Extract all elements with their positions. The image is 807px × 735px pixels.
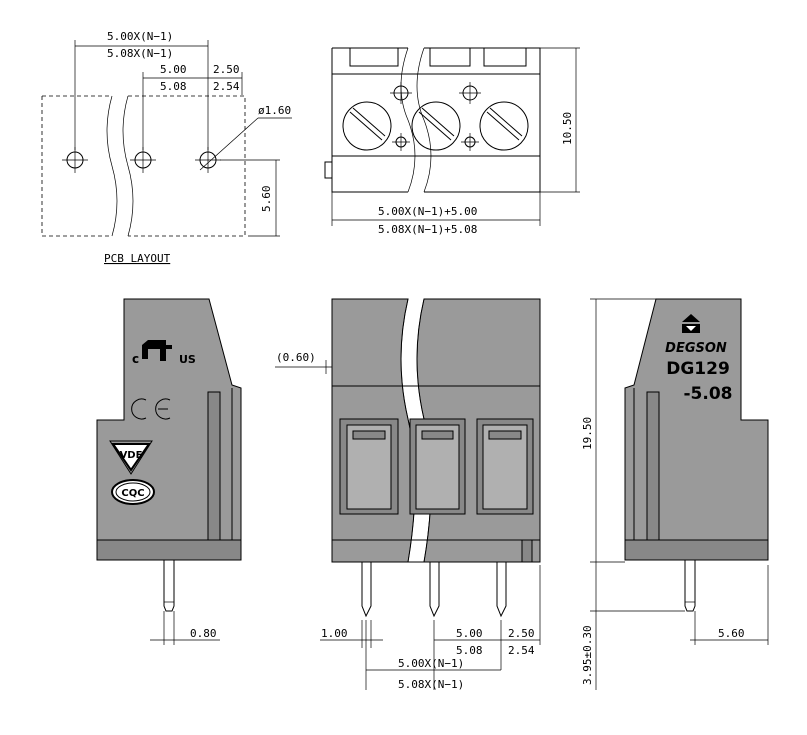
svg-text:c: c (132, 352, 139, 366)
pin-3 (496, 561, 507, 618)
svg-text:CQC: CQC (121, 488, 144, 499)
front-view: (0.60) 1.00 5.00 5.08 2.50 2.54 5.00X(N−… (275, 298, 541, 691)
screw-2 (411, 101, 461, 151)
wire-entry-3 (476, 418, 534, 515)
top-dim-height: 10.50 (561, 112, 574, 145)
pcb-dim-height: 5.60 (260, 186, 273, 213)
svg-text:VDE: VDE (120, 450, 143, 461)
degson-logo-icon (682, 314, 700, 333)
model-line-1: DG129 (666, 359, 730, 379)
top-dim-width-a: 5.00X(N−1)+5.00 (378, 205, 477, 218)
pcb-dim-edge-b: 2.54 (213, 80, 240, 93)
pcb-dim-pitch-a: 5.00 (160, 63, 187, 76)
ce-mark (131, 398, 171, 420)
right-dim-pin-len: 3.95±0.30 (581, 625, 594, 685)
top-dim-width-b: 5.08X(N−1)+5.08 (378, 223, 477, 236)
right-dim-pin-pos: 5.60 (718, 627, 745, 640)
pcb-dim-pitch-b: 5.08 (160, 80, 187, 93)
pcb-layout-view: 5.00X(N−1) 5.08X(N−1) 5.00 5.08 2.50 2.5… (41, 30, 292, 265)
front-dim-total-b: 5.08X(N−1) (398, 678, 464, 691)
screw-3 (479, 101, 529, 151)
svg-text:US: US (179, 353, 196, 366)
front-dim-edge-b: 2.54 (508, 644, 535, 657)
pcb-dim-total-b: 5.08X(N−1) (107, 47, 173, 60)
pcb-hole-1 (62, 147, 88, 173)
pcb-hole-3 (195, 147, 221, 173)
pcb-hole-2 (130, 147, 156, 173)
wire-entry-1 (339, 418, 399, 515)
front-dim-pitch-b: 5.08 (456, 644, 483, 657)
pcb-dim-hole: ø1.60 (258, 104, 291, 117)
front-dim-pin: 1.00 (321, 627, 348, 640)
top-view: 10.50 5.00X(N−1)+5.00 5.08X(N−1)+5.08 (324, 47, 580, 236)
left-dim-pin: 0.80 (190, 627, 217, 640)
brand-name: DEGSON (665, 341, 727, 356)
right-side-view: DEGSON DG129 -5.08 19.50 3.95±0.30 5.60 (581, 298, 769, 690)
front-dim-offset: (0.60) (276, 351, 316, 364)
right-dim-height: 19.50 (581, 417, 594, 450)
vde-logo: VDE (109, 440, 153, 475)
pcb-layout-title: PCB LAYOUT (104, 252, 171, 265)
pcb-dim-edge-a: 2.50 (213, 63, 240, 76)
front-dim-pitch-a: 5.00 (456, 627, 483, 640)
left-side-view: c US VDE CQC 0.80 (96, 298, 242, 645)
cqc-logo: CQC (111, 479, 155, 505)
front-dim-edge-a: 2.50 (508, 627, 535, 640)
pin-2 (429, 561, 440, 618)
pin-1 (361, 561, 372, 618)
model-line-2: -5.08 (684, 384, 733, 404)
c-ul-us-logo: c US (132, 340, 196, 366)
pcb-dim-total-a: 5.00X(N−1) (107, 30, 173, 43)
wire-entry-2 (409, 418, 466, 515)
screw-1 (342, 101, 392, 151)
front-dim-total-a: 5.00X(N−1) (398, 657, 464, 670)
